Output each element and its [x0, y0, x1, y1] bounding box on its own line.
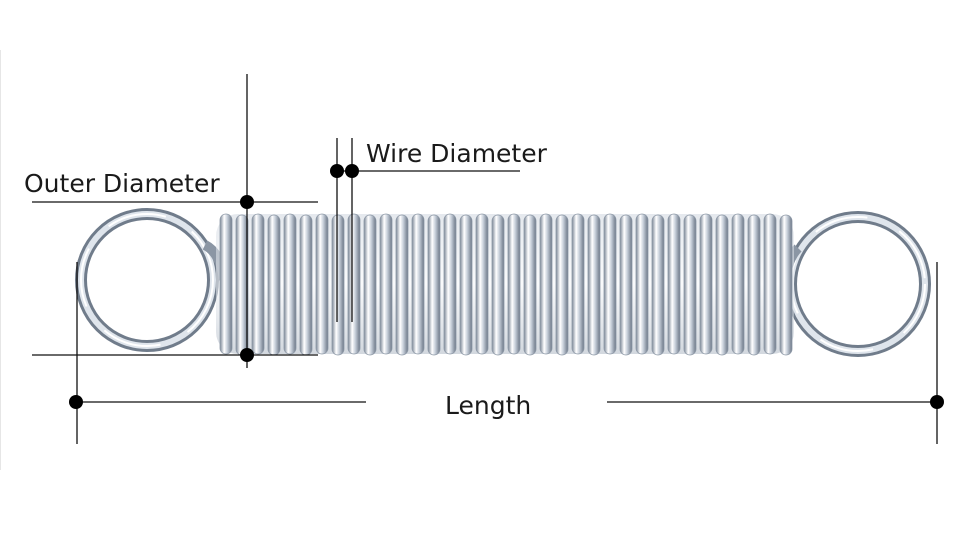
- coil-turn: [715, 214, 729, 356]
- coil-turn: [443, 213, 457, 355]
- coil-turn: [635, 213, 649, 355]
- outer-diameter-top-dot: [240, 195, 254, 209]
- coil-turn: [283, 213, 297, 355]
- left-hook-loop: [75, 208, 229, 352]
- coil-turn: [731, 213, 745, 355]
- coil-turn: [539, 213, 553, 355]
- coil-turn: [267, 214, 281, 356]
- coil-turns: [219, 213, 793, 356]
- wire-diameter-dimension: Wire Diameter: [330, 138, 548, 322]
- coil-turn: [395, 214, 409, 356]
- right-hook-loop: [780, 211, 931, 357]
- coil-turn: [347, 213, 361, 355]
- coil-turn: [555, 214, 569, 356]
- coil-turn: [251, 213, 265, 355]
- coil-turn: [379, 213, 393, 355]
- coil-turn: [523, 214, 537, 356]
- coil-turn: [491, 214, 505, 356]
- wire-diameter-right-dot: [345, 164, 359, 178]
- coil-turn: [459, 214, 473, 356]
- coil-turn: [747, 214, 761, 356]
- coil-turn: [363, 214, 377, 356]
- coil-turn: [667, 213, 681, 355]
- coil-turn: [763, 213, 777, 355]
- coil-turn: [219, 213, 233, 355]
- coil-turn: [235, 214, 249, 356]
- length-left-dot: [69, 395, 83, 409]
- coil-turn: [507, 213, 521, 355]
- coil-turn: [587, 214, 601, 356]
- coil-turn: [411, 213, 425, 355]
- coil-turn: [603, 213, 617, 355]
- coil-turn: [331, 214, 345, 356]
- length-right-dot: [930, 395, 944, 409]
- wire-diameter-label: Wire Diameter: [366, 139, 548, 168]
- spring: [75, 208, 931, 357]
- coil-turn: [619, 214, 633, 356]
- coil-turn: [427, 214, 441, 356]
- outer-diameter-bottom-dot: [240, 348, 254, 362]
- coil-turn: [315, 213, 329, 355]
- length-label: Length: [445, 391, 531, 420]
- wire-diameter-left-dot: [330, 164, 344, 178]
- coil-turn: [651, 214, 665, 356]
- coil-body: [216, 214, 794, 354]
- coil-turn: [683, 214, 697, 356]
- coil-turn: [699, 213, 713, 355]
- coil-turn: [779, 214, 793, 356]
- outer-diameter-dimension: Outer Diameter: [24, 74, 318, 368]
- outer-diameter-label: Outer Diameter: [24, 169, 220, 198]
- length-dimension: Length: [69, 262, 944, 444]
- coil-turn: [571, 213, 585, 355]
- coil-turn: [299, 214, 313, 356]
- coil-turn: [475, 213, 489, 355]
